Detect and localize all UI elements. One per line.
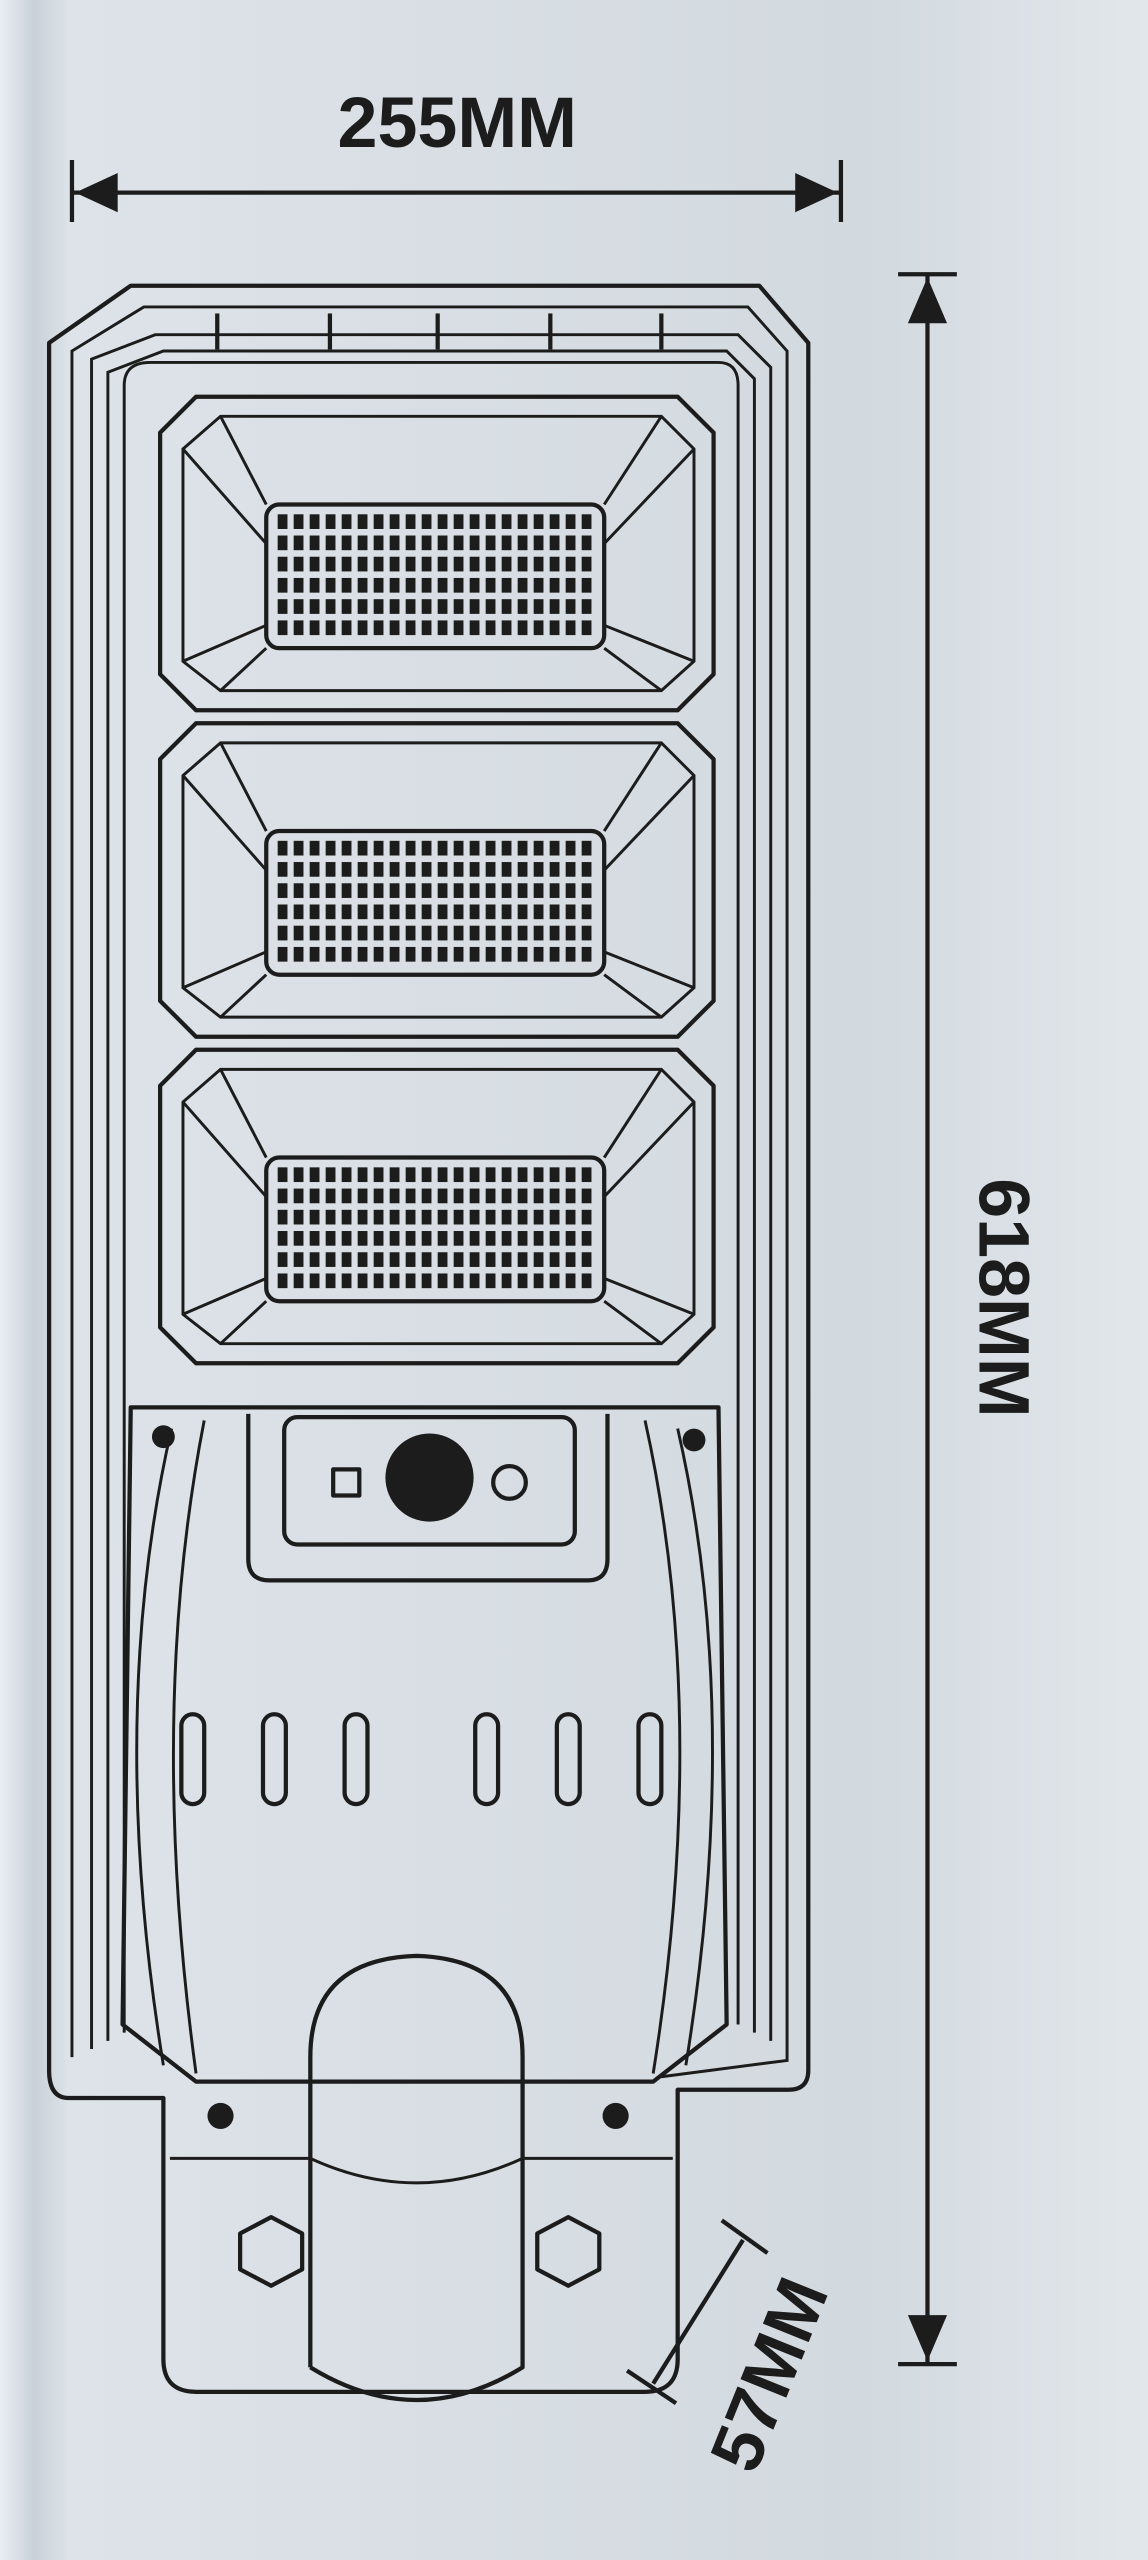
hex-bolt-icon — [237, 2215, 305, 2288]
led-module — [157, 721, 716, 1039]
vent-slot — [342, 1712, 370, 1807]
height-label: 618MM — [964, 1178, 1044, 1418]
battery-housing — [120, 1405, 729, 2084]
width-dimension: 255MM — [69, 83, 844, 223]
sensor-panel — [331, 1433, 528, 1522]
vent-slot — [554, 1712, 582, 1807]
led-module — [157, 394, 716, 713]
width-label: 255MM — [338, 83, 578, 163]
hex-bolt-icon — [535, 2215, 602, 2288]
light-sensor-icon — [331, 1467, 362, 1498]
depth-dimension: 57MM — [625, 2218, 844, 2482]
vent-slot — [260, 1712, 288, 1807]
depth-label: 57MM — [695, 2267, 844, 2482]
led-module — [157, 1047, 716, 1366]
led-modules — [157, 394, 716, 1366]
top-pins — [215, 313, 664, 350]
indicator-icon — [491, 1464, 528, 1501]
height-dimension: 618MM — [898, 272, 1044, 2367]
pir-sensor-icon — [385, 1433, 474, 1522]
lamp-outline — [46, 283, 811, 2394]
mounting-bracket — [169, 1953, 673, 2403]
vent-slot — [179, 1712, 207, 1807]
vent-slots — [179, 1712, 664, 1807]
vent-slot — [636, 1712, 664, 1807]
vent-slot — [473, 1712, 501, 1807]
